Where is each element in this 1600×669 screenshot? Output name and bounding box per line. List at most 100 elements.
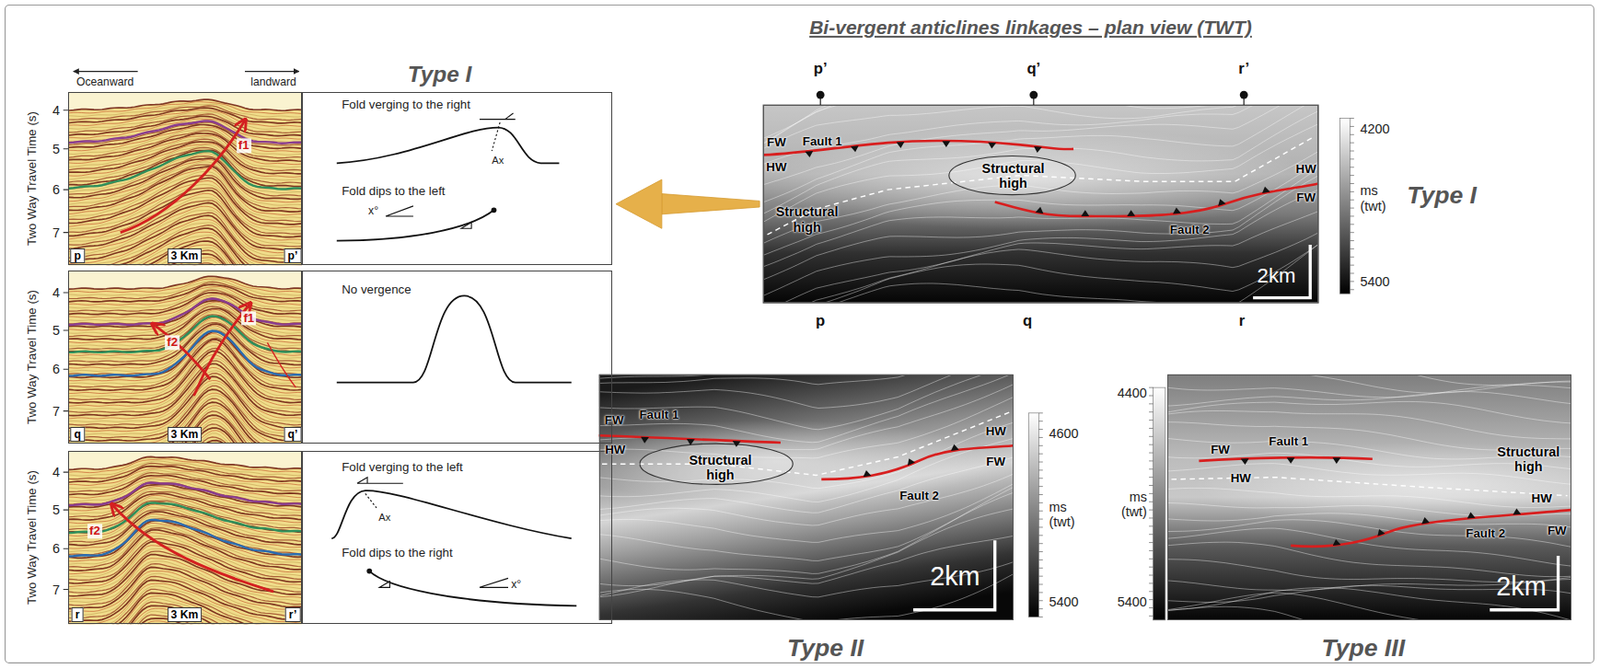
colorbar-tick: [1148, 607, 1153, 609]
tick-label: 6: [52, 182, 60, 198]
illustration-part: [913, 540, 996, 610]
contour-line: [763, 148, 1319, 248]
illustration-part: [767, 137, 1315, 235]
illustration-part: [1167, 374, 1572, 621]
colorbar-tick: [1148, 582, 1153, 584]
seismic-reflector: [68, 244, 302, 266]
colorbar-tick: [1349, 117, 1354, 119]
colorbar-tick: [1038, 591, 1043, 593]
colorbar-tick: [1038, 616, 1043, 618]
colorbar-tick: [1038, 469, 1043, 471]
sketch-note: No vergence: [341, 282, 411, 297]
illustration-part: [949, 156, 1076, 196]
colorbar-tick: [1038, 584, 1043, 586]
contour-line: [1167, 374, 1572, 395]
colorbar-tick: [1038, 453, 1043, 455]
axis-label: 4200: [1360, 120, 1391, 137]
seismic-reflector: [68, 225, 302, 266]
illustration-part: [5, 5, 1595, 664]
axis-label: 4600: [1048, 426, 1079, 442]
seismic-reflector: [68, 395, 302, 444]
colorbar-tick: [1038, 477, 1043, 479]
contour-line: [763, 229, 1319, 303]
colorbar-tick: [1349, 191, 1354, 193]
map-label: FW: [1210, 442, 1230, 457]
contour-line: [599, 374, 1014, 443]
seismic-reflector: [68, 289, 302, 312]
fault-tooth: [850, 145, 859, 152]
contour-line: [763, 104, 1319, 206]
colorbar-tick: [1349, 265, 1354, 267]
contour-line: [763, 208, 1319, 303]
colorbar-tick: [1148, 575, 1153, 577]
seismic-reflector: [68, 424, 302, 444]
colorbar-tick: [1148, 468, 1153, 470]
seismic-horizon: [68, 315, 302, 352]
map-label: FW: [1296, 190, 1316, 205]
connector-arrowhead: [615, 179, 662, 229]
panel-tag: p’: [284, 248, 302, 264]
illustration-part: [1198, 457, 1372, 462]
colorbar-tick: [1148, 460, 1153, 462]
panel-tag: r: [71, 607, 84, 623]
axis-label: 5400: [1048, 594, 1079, 611]
contour-line: [599, 484, 1014, 562]
tick-label: 4: [52, 464, 60, 481]
map-label: Fault 1: [802, 134, 843, 149]
map-label: HW: [1531, 491, 1553, 506]
illustration-part: [1153, 387, 1166, 621]
sketch-panel: No vergence: [301, 270, 613, 444]
panel-tag: 3 Km: [167, 427, 203, 442]
fault-tooth: [640, 437, 650, 444]
colorbar-tick: [1148, 558, 1153, 560]
colorbar-tick: [1148, 542, 1153, 544]
colorbar-tick: [1038, 568, 1043, 569]
colorbar-tick: [1038, 437, 1043, 439]
figure-title: Bi-vergent anticlines linkages – plan vi…: [809, 16, 1253, 39]
contour-line: [763, 240, 1319, 304]
contour-line: [599, 381, 1014, 450]
colorbar-tick: [1038, 543, 1043, 545]
fault-tooth: [1467, 512, 1476, 520]
illustration-part: [1290, 510, 1572, 547]
illustration-part: [152, 324, 210, 380]
colorbar-tick: [1148, 615, 1153, 617]
map-label: Fault 2: [899, 488, 940, 503]
illustration-part: [1252, 244, 1311, 299]
illustration-part: [68, 456, 302, 625]
map-label: HW: [1230, 471, 1252, 486]
seismic-reflector: [68, 608, 302, 625]
panel-tag: q: [69, 427, 84, 442]
seismic-horizon: [68, 120, 302, 143]
seismic-reflector: [68, 292, 302, 315]
illustration-part: [336, 127, 560, 164]
colorbar-tick: [1349, 208, 1354, 209]
panel-tag: p: [69, 248, 84, 264]
fault-tooth: [1421, 517, 1430, 524]
seismic-panel: f2r3 Kmr’: [68, 451, 302, 625]
seismic-reflector: [68, 415, 302, 444]
fault-label: f1: [241, 311, 256, 325]
seismic-reflector: [68, 407, 302, 444]
colorbar-tick: [1038, 412, 1043, 414]
map-panel: FWFault 1HWStructural highHWFault 2FW2km…: [1167, 374, 1572, 621]
seismic-reflector: [68, 596, 302, 626]
section-letter: q’: [1026, 60, 1041, 79]
colorbar-tick: [1148, 452, 1153, 454]
illustration-part: [73, 70, 139, 72]
seismic-reflector: [68, 542, 302, 584]
illustration-part: [120, 120, 245, 233]
illustration-part: [1339, 118, 1350, 295]
seismic-reflector: [68, 219, 302, 266]
colorbar-tick: [1349, 150, 1354, 152]
section-letter: r’: [1238, 60, 1250, 79]
map-label: Fault 1: [1268, 434, 1309, 449]
illustration-part: [112, 505, 274, 592]
illustration-part: [820, 94, 1244, 105]
colorbar-tick: [1148, 550, 1153, 552]
seismic-horizon: [68, 483, 302, 507]
illustration-part: [599, 374, 1014, 621]
colorbar-tick: [1038, 600, 1043, 602]
contour-line: [763, 240, 1319, 303]
seismic-fill: [68, 99, 302, 266]
